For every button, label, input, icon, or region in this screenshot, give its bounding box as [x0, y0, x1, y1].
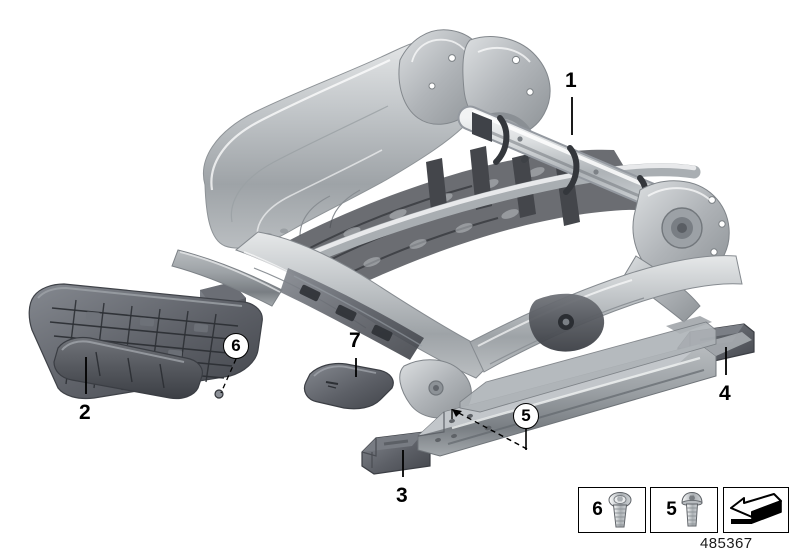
callout-label-6[interactable]: 6 — [223, 333, 249, 359]
panel-front-cover — [53, 336, 203, 400]
legend-number-5: 5 — [666, 499, 677, 520]
legend-item-screw-6[interactable]: 6 — [578, 487, 646, 533]
legend-item-screw-5[interactable]: 5 — [650, 487, 718, 533]
rail-end-cap-front — [361, 431, 431, 475]
callout-leader-lines — [85, 97, 727, 477]
button-head-torx-screw-icon — [681, 491, 703, 527]
callout-label-1[interactable]: 1 — [565, 69, 577, 92]
seat-slide-rail-inner — [459, 321, 717, 413]
callout-label-3[interactable]: 3 — [396, 484, 408, 507]
pan-head-torx-screw-icon — [608, 492, 632, 528]
callout-label-4[interactable]: 4 — [719, 382, 731, 405]
legend-item-direction-arrow — [723, 487, 789, 533]
legend-number-6: 6 — [592, 499, 603, 520]
height-adjust-mechanism — [280, 268, 424, 360]
callout-label-2[interactable]: 2 — [79, 401, 91, 424]
side-trim-cover — [303, 362, 394, 410]
fastener-legend: 6 5 — [578, 487, 789, 533]
part-number-label: 485367 — [700, 535, 753, 552]
seat-pan-trim-panel — [28, 283, 263, 400]
callout-label-7[interactable]: 7 — [349, 329, 361, 352]
seat-motor-gearbox — [528, 293, 605, 352]
direction-of-travel-arrow-icon — [730, 493, 782, 524]
callout-label-5[interactable]: 5 — [513, 403, 539, 429]
